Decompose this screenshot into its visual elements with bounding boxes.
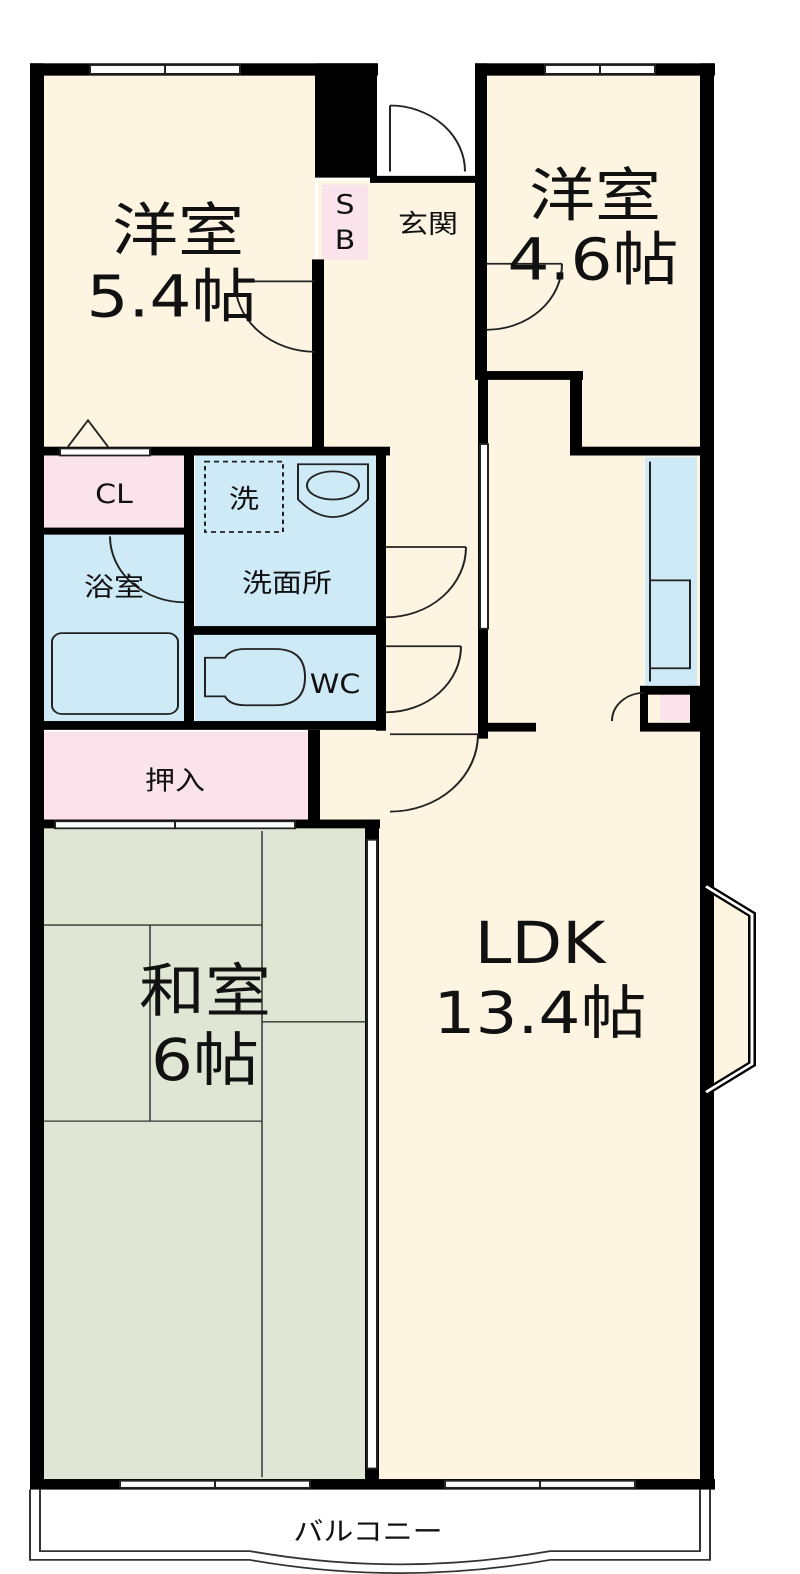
- western-right-name: 洋室: [529, 161, 661, 229]
- sink-bowl-icon: [306, 470, 360, 501]
- closet-vent-icon: [67, 418, 109, 448]
- entrance-fill: [375, 182, 480, 263]
- pantry-door-icon: [611, 692, 645, 722]
- bathtub-icon: [51, 632, 179, 715]
- tatami-lines: [40, 830, 365, 1478]
- fixtures: [51, 460, 691, 715]
- pantry-fill: [660, 694, 690, 722]
- closet-fill: [40, 453, 188, 530]
- oshiire-label: 押入: [145, 765, 205, 796]
- shoe-box-label-2: B: [335, 225, 356, 256]
- toilet-fill: [195, 634, 380, 722]
- bay-window-fill: [705, 888, 752, 1091]
- western-left-size: 5.4帖: [87, 262, 258, 330]
- balcony-label: バルコニー: [293, 1516, 442, 1547]
- shoe-box-label-1: S: [335, 189, 354, 220]
- washing-machine-pan-icon: [204, 460, 284, 533]
- entrance-label: 玄関: [398, 209, 458, 240]
- japanese-room-name: 和室: [139, 957, 271, 1025]
- windows: [54, 64, 756, 1489]
- japanese-room-size: 6帖: [151, 1026, 259, 1094]
- ldk-name: LDK: [475, 909, 608, 977]
- kitchen-counter-fill: [645, 457, 697, 686]
- western-room-left-fill: [40, 72, 315, 451]
- toilet-door-icon: [385, 645, 462, 714]
- ldk-door-icon: [389, 733, 479, 813]
- western-room-right-fill: [485, 72, 705, 451]
- bath-door-icon: [109, 536, 186, 604]
- washbasin-icon: [297, 463, 369, 518]
- balcony: [29, 1489, 711, 1574]
- ldk-size: 13.4帖: [434, 979, 647, 1047]
- left-room-door-icon: [234, 280, 316, 353]
- washroom-fill: [195, 453, 380, 628]
- closet-label: CL: [95, 479, 133, 510]
- right-room-door-icon: [486, 262, 563, 331]
- japanese-room-fill: [40, 826, 370, 1482]
- labels: 洋室 5.4帖 洋室 4.6帖 S B 玄関 CL 洗 浴室 洗面所 WC 押入…: [84, 161, 678, 1547]
- room-fills: [40, 72, 752, 1485]
- washroom-door-icon: [385, 546, 467, 619]
- front-door-icon: [389, 104, 466, 172]
- toilet-label: WC: [310, 669, 361, 700]
- bath-label: 浴室: [84, 572, 144, 603]
- ldk-lower-fill: [318, 734, 708, 1482]
- western-left-name: 洋室: [112, 196, 244, 264]
- oshiire-fill: [40, 731, 310, 823]
- doors: [67, 104, 645, 813]
- washroom-label: 洗面所: [242, 568, 332, 599]
- western-right-size: 4.6帖: [508, 225, 679, 293]
- washer-label: 洗: [229, 484, 259, 515]
- shoe-box-fill: [322, 184, 368, 260]
- walls: [30, 63, 715, 1490]
- toilet-icon: [204, 648, 307, 707]
